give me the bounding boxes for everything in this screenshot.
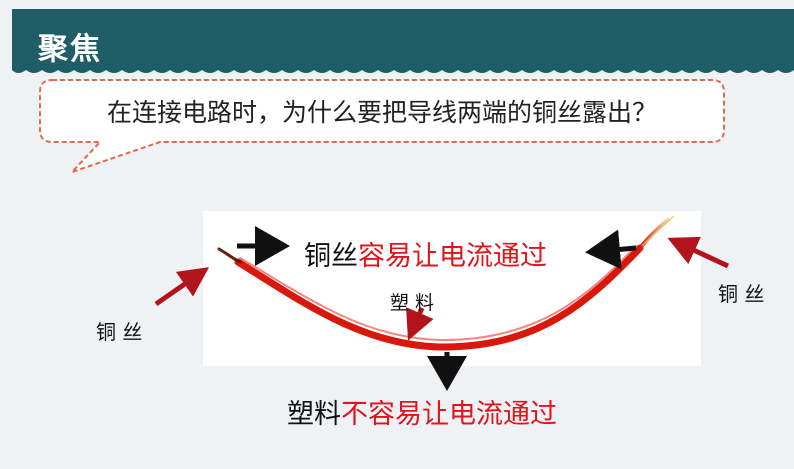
- copper-end-left: [217, 247, 242, 264]
- top-caption: 铜丝容易让电流通过: [304, 234, 547, 273]
- label-plastic: 塑 料: [390, 292, 435, 314]
- bottom-caption-highlight: 不容易让电流通过: [341, 399, 557, 430]
- top-caption-highlight: 容易让电流通过: [358, 241, 547, 272]
- top-caption-prefix: 铜丝: [304, 241, 358, 272]
- plastic-insulation: [234, 244, 644, 351]
- banner-title: 聚焦: [38, 32, 102, 67]
- red-arrow-right-copper: [667, 236, 730, 269]
- label-left-copper: 铜 丝: [96, 320, 143, 344]
- label-right-copper: 铜 丝: [718, 282, 765, 306]
- red-arrow-left-copper: [154, 267, 210, 307]
- red-arrow-plastic: [406, 307, 434, 341]
- black-arrow-right: [585, 229, 637, 270]
- speech-bubble: [39, 79, 725, 173]
- bottom-caption-prefix: 塑料: [287, 399, 341, 430]
- plastic-insulation-shade: [239, 245, 637, 342]
- banner-band: [12, 9, 794, 73]
- bottom-caption: 塑料不容易让电流通过: [287, 392, 557, 431]
- question-text: 在连接电路时，为什么要把导线两端的铜丝露出？: [106, 98, 657, 127]
